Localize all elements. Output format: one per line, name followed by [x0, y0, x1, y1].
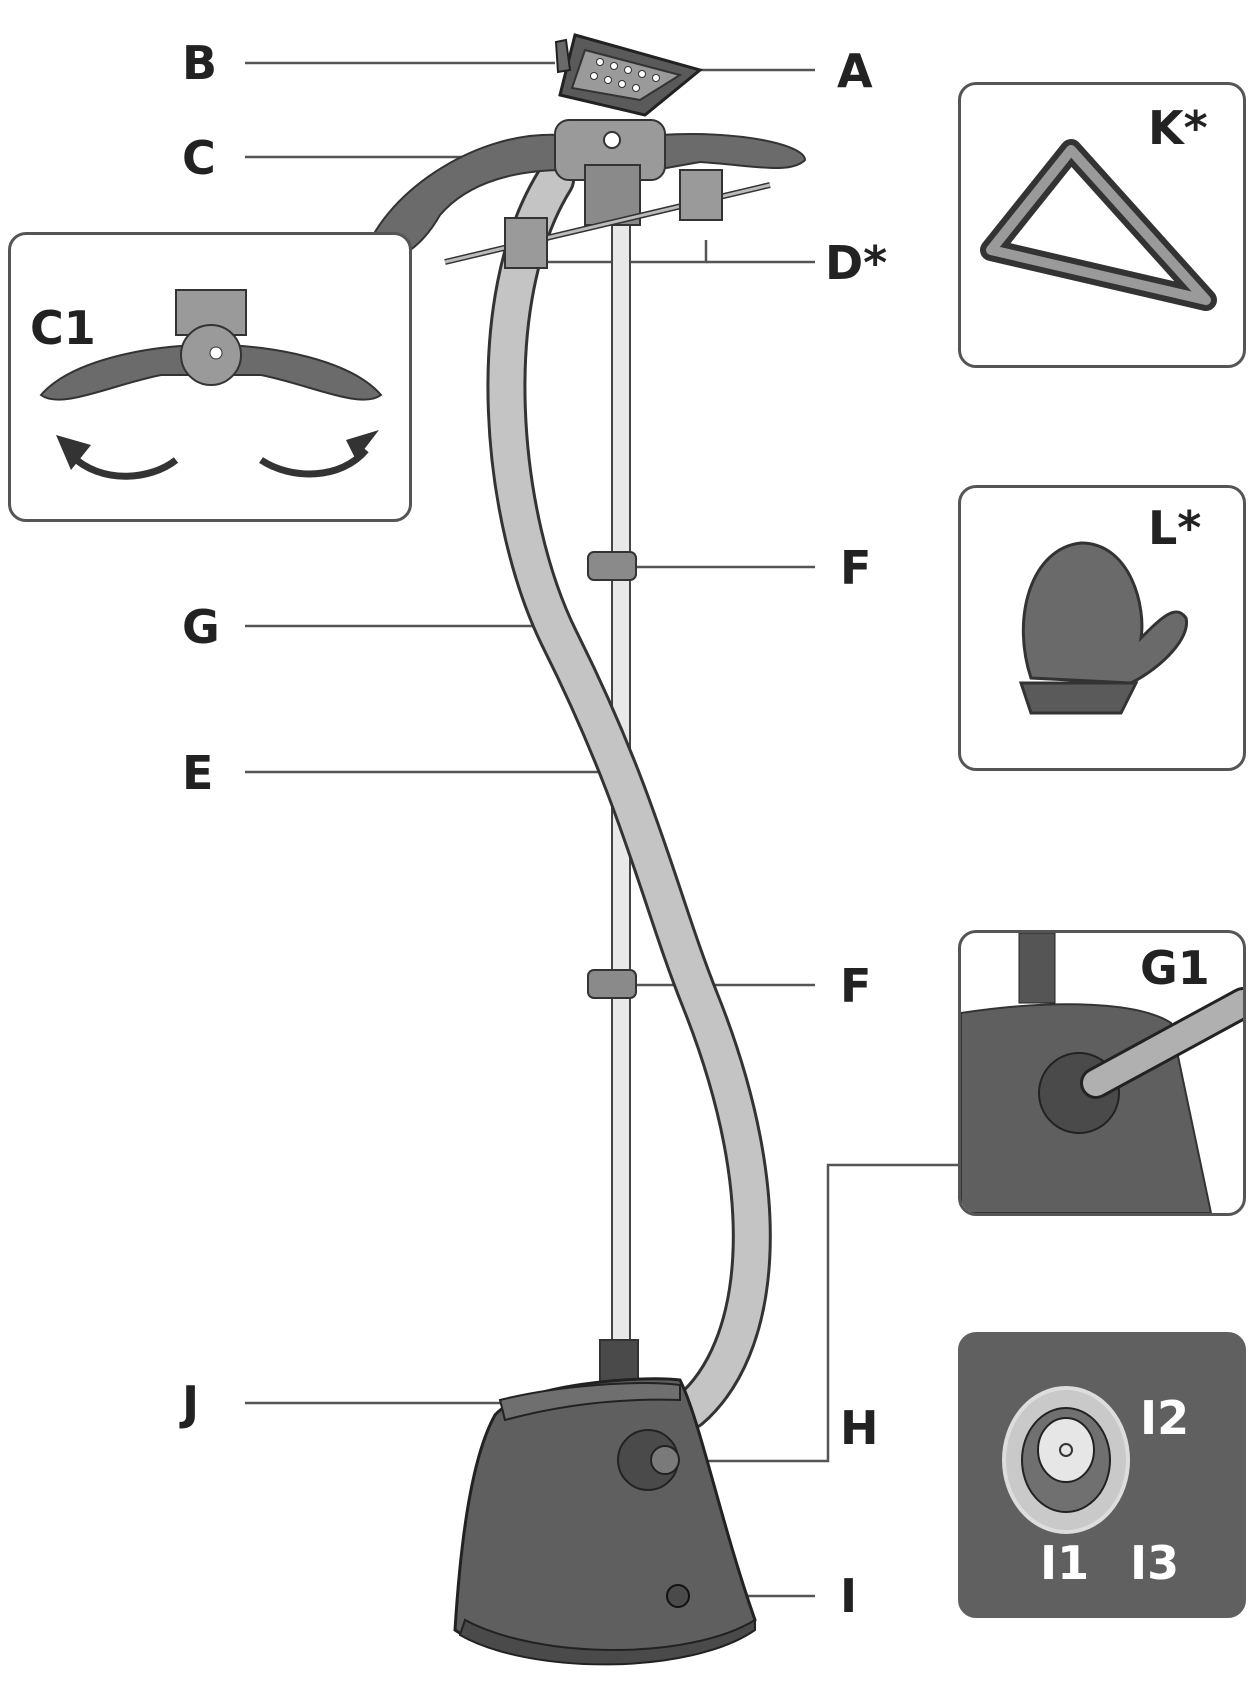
steam-head: [554, 33, 704, 117]
carry-handle: [498, 1382, 681, 1422]
inset-c1-art: [39, 289, 383, 480]
label-f-upper: F: [840, 541, 872, 595]
base-water-tank: [453, 1377, 757, 1666]
steam-trigger: [554, 38, 572, 74]
label-h: H: [840, 1401, 879, 1455]
inset-c1-hanger-rotate: [8, 232, 412, 522]
label-c: C: [182, 131, 216, 185]
label-e: E: [182, 746, 214, 800]
power-switch: [666, 1584, 690, 1608]
inset-i-power-switch: [958, 1332, 1246, 1618]
label-i3: I3: [1130, 1536, 1180, 1590]
label-a: A: [837, 44, 873, 98]
label-g1: G1: [1140, 941, 1210, 995]
label-d: D*: [825, 236, 888, 290]
clip-lower: [587, 969, 637, 999]
label-b: B: [182, 36, 218, 90]
inset-g1-hose-connection: [958, 930, 1246, 1216]
label-f-lower: F: [840, 959, 872, 1013]
hose-clips: [587, 551, 637, 999]
label-l: L*: [1148, 501, 1202, 555]
inset-g1-art: [961, 933, 1243, 1213]
steam-hose: [486, 160, 772, 1430]
inset-k-art: [980, 139, 1217, 311]
inset-i-art: [1002, 1386, 1130, 1534]
inset-l-art: [1018, 541, 1188, 715]
crossbar: [444, 169, 771, 269]
inset-k-brush: [958, 82, 1246, 368]
inset-l-glove: [958, 485, 1246, 771]
label-c1: C1: [30, 301, 96, 355]
label-i1: I1: [1040, 1536, 1090, 1590]
clip-upper: [587, 551, 637, 581]
label-k: K*: [1148, 101, 1208, 155]
label-i: I: [840, 1569, 858, 1623]
leader-h: [662, 1163, 962, 1463]
label-i2: I2: [1140, 1391, 1190, 1445]
hanger: [363, 119, 807, 261]
label-g: G: [182, 600, 220, 654]
label-j: J: [182, 1376, 200, 1430]
